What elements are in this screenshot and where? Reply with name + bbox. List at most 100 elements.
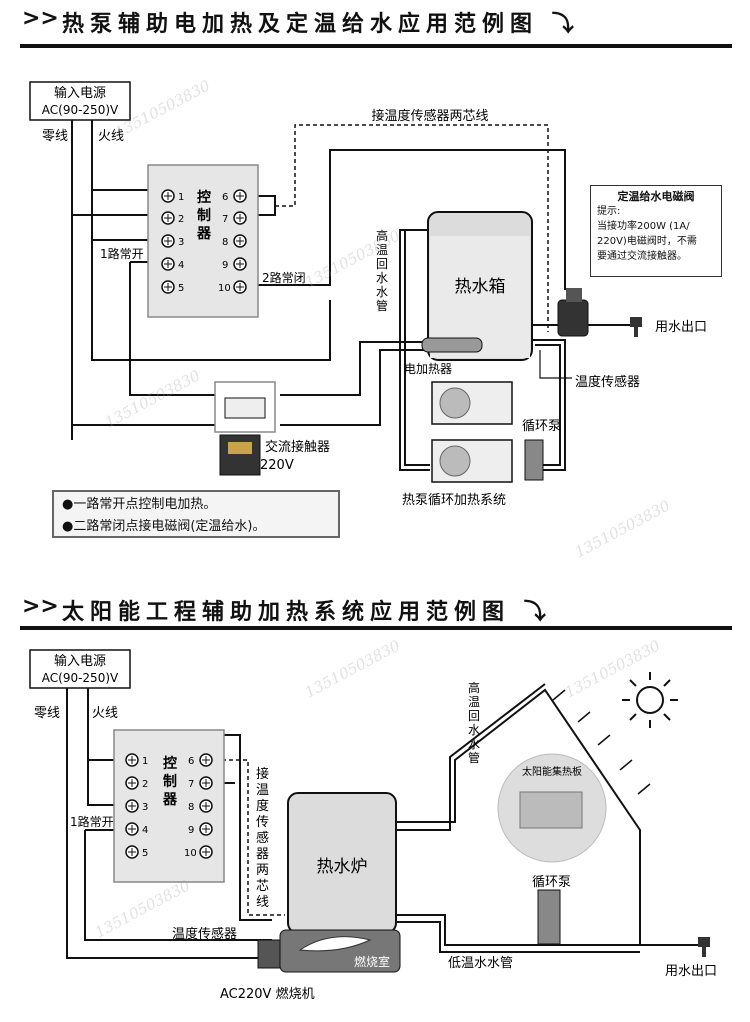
svg-text:3: 3 [178, 237, 184, 248]
valve-note-line: 220V)电磁阀时，不需 [597, 236, 697, 247]
faucet-icon [630, 317, 642, 337]
svg-text:5: 5 [142, 848, 148, 859]
valve-note-line: 要通过交流接触器。 [597, 251, 687, 262]
pump-label: 循环泵 [532, 875, 571, 890]
electric-heater-icon [421, 337, 483, 353]
section1-diagram: 输入电源 AC(90-250)V 零线 火线 接温度传感器两芯线 1 2 3 4… [29, 81, 707, 508]
sunlight-arrows-icon [552, 689, 651, 795]
outlet-label: 用水出口 [665, 964, 717, 979]
notes-box: ●一路常开点控制电加热。 ●二路常闭点接电磁阀(定温给水)。 [52, 490, 340, 538]
section1-header: >> 热泵辅助电加热及定温给水应用范例图 ⤵ [0, 0, 750, 40]
outlet-label: 用水出口 [655, 320, 707, 335]
svg-text:2: 2 [142, 779, 148, 790]
valve-note-title: 定温给水电磁阀 [617, 190, 695, 203]
contactor-terminals [228, 442, 252, 454]
svg-text:4: 4 [142, 825, 148, 836]
svg-text:1: 1 [142, 756, 148, 767]
sensor-wire [275, 124, 549, 332]
wiring [66, 688, 272, 959]
sun-rays-icon [622, 672, 678, 728]
svg-text:10: 10 [218, 283, 231, 294]
valve-note: 定温给水电磁阀 提示: 当接功率200W (1A/ 220V)电磁阀时，不需 要… [590, 185, 722, 277]
return-pipe-1: 高 [376, 228, 388, 243]
contactor-voltage: 220V [260, 458, 294, 473]
sensor-wire [208, 759, 285, 916]
sensor-wire-label: 线 [256, 895, 269, 910]
solar-panel-icon [519, 791, 583, 829]
note-1: ●一路常开点控制电加热。 [62, 497, 217, 512]
pipes [396, 683, 700, 953]
return-pipe-2: 温 [376, 243, 388, 257]
terminals-right: 6 7 8 9 10 [184, 753, 213, 859]
circulation-pump-icon [537, 889, 561, 945]
svg-text:6: 6 [188, 756, 194, 767]
sensor-wire-label: 度 [256, 798, 269, 814]
sensor-wire-label: 芯 [256, 879, 269, 894]
return-pipe-2: 温 [468, 695, 480, 709]
sensor-wire-label: 两 [256, 863, 269, 878]
solenoid-valve-icon [557, 299, 589, 337]
section1-title: 热泵辅助电加热及定温给水应用范例图 ⤵ [62, 12, 580, 37]
svg-text:7: 7 [222, 214, 228, 225]
power-source-box [29, 649, 131, 689]
svg-text:4: 4 [178, 260, 184, 271]
sensor-leader [539, 350, 572, 379]
return-pipe-3: 回 [468, 709, 480, 723]
line1-label: 1路常开 [100, 246, 144, 261]
flame-icon [298, 936, 372, 952]
heatpump-label: 热泵循环加热系统 [402, 493, 506, 508]
pump-label: 循环泵 [522, 419, 561, 434]
terminals-left: 1 2 3 4 5 [125, 753, 148, 859]
line2-label: 2路常闭 [262, 270, 306, 285]
sensor-label: 温度传感器 [172, 926, 237, 942]
section1-prefix: >> [22, 6, 59, 31]
return-pipe-6: 管 [376, 298, 388, 313]
section2-prefix: >> [22, 594, 59, 619]
sensor-wire-label: 接 [256, 766, 269, 782]
controller-label-2: 制 [163, 773, 177, 790]
burner-label: AC220V 燃烧机 [220, 986, 315, 1002]
sensor-wire-label: 接温度传感器两芯线 [371, 108, 488, 124]
svg-text:10: 10 [184, 848, 197, 859]
power-source-spec: AC(90-250)V [42, 671, 119, 685]
low-temp-pipe-label: 低温水水管 [448, 956, 513, 971]
contactor-label: 交流接触器 [265, 439, 330, 455]
return-pipe-1: 高 [468, 680, 480, 695]
controller-label-1: 控 [163, 755, 177, 772]
live-label: 火线 [98, 129, 124, 144]
controller-label-3: 器 [162, 792, 178, 808]
return-pipe-4: 水 [468, 723, 480, 737]
sensor-label: 温度传感器 [575, 374, 640, 390]
section1-rule [20, 44, 732, 48]
return-pipe-5: 水 [376, 285, 388, 299]
svg-text:8: 8 [222, 237, 228, 248]
sensor-wire-label: 温 [256, 783, 269, 798]
burner-icon [257, 939, 281, 969]
valve-note-line: 当接功率200W (1A/ [597, 221, 690, 232]
boiler-label: 热水炉 [317, 857, 368, 877]
controller-label-2: 制 [197, 207, 211, 224]
return-pipe-3: 回 [376, 257, 388, 271]
return-pipe-6: 管 [468, 750, 480, 765]
svg-text:2: 2 [178, 214, 184, 225]
line1-label: 1路常开 [70, 814, 114, 829]
svg-text:9: 9 [188, 825, 194, 836]
terminals-left: 1 2 3 4 5 [161, 189, 184, 294]
svg-text:5: 5 [178, 283, 184, 294]
return-pipe-4: 水 [376, 271, 388, 285]
section2-rule [20, 626, 732, 630]
neutral-label: 零线 [34, 706, 60, 721]
terminals-right: 6 7 8 9 10 [218, 189, 247, 294]
contactor-coil [224, 397, 266, 419]
power-source-label: 输入电源 [54, 85, 106, 101]
neutral-label: 零线 [42, 129, 68, 144]
sensor-wire-label: 器 [256, 847, 269, 862]
sensor-wire-label: 传 [256, 815, 269, 830]
faucet-icon [698, 937, 710, 957]
sensor-wire-label: 感 [256, 830, 269, 846]
valve-note-line: 提示: [597, 206, 621, 217]
note-2: ●二路常闭点接电磁阀(定温给水)。 [62, 519, 266, 534]
svg-text:1: 1 [178, 192, 184, 203]
sun-icon [636, 686, 664, 714]
power-source-box [29, 81, 131, 121]
